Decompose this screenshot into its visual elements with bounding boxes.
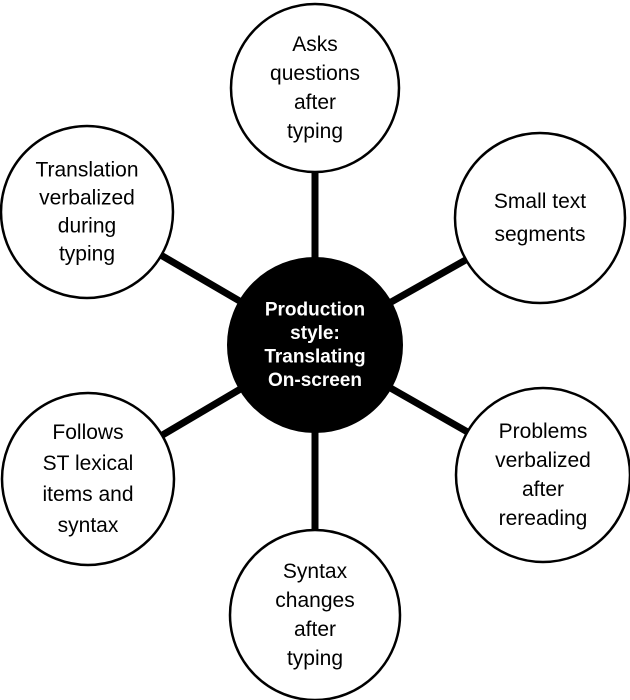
node-label-line: after <box>294 618 336 641</box>
node-label-line: syntax <box>58 514 119 537</box>
node-syntax-changes-after-typing: Syntax changes after typing <box>228 528 402 700</box>
node-small-text-segments: Small text segments <box>453 131 627 305</box>
node-label-line: Small text <box>494 190 586 213</box>
node-label-line: segments <box>494 223 585 246</box>
node-asks-questions-after-typing: Asks questions after typing <box>229 2 401 174</box>
node-label-line: after <box>294 91 336 114</box>
node-label-line: Syntax <box>283 560 348 583</box>
node-label-line: verbalized <box>495 449 591 472</box>
node-circle <box>229 2 401 174</box>
node-circle <box>0 124 175 300</box>
node-circle <box>0 391 176 567</box>
center-label-line: style: <box>290 323 340 344</box>
node-label-line: questions <box>270 62 360 85</box>
node-label-line: rereading <box>499 507 588 530</box>
node-follows-st-lexical-items-and-syntax: Follows ST lexical items and syntax <box>0 391 176 567</box>
node-label-line: typing <box>287 120 343 143</box>
node-translation-verbalized-during-typing: Translation verbalized during typing <box>0 124 175 300</box>
node-label-line: changes <box>275 589 354 612</box>
node-label-line: typing <box>287 647 343 670</box>
node-label-line: verbalized <box>39 187 135 210</box>
node-label-line: during <box>58 215 116 238</box>
node-label-line: Translation <box>35 159 138 182</box>
node-problems-verbalized-after-rereading: Problems verbalized after rereading <box>454 386 630 564</box>
center-label-line: On-screen <box>268 370 362 391</box>
node-label-line: Asks <box>292 33 338 56</box>
node-circle <box>454 386 630 564</box>
node-label-line: Follows <box>52 421 123 444</box>
center-circle <box>227 257 403 433</box>
center-label-line: Translating <box>264 346 365 367</box>
center-label-line: Production <box>265 299 365 320</box>
node-label-line: Problems <box>499 420 588 443</box>
node-label-line: items and <box>42 483 133 506</box>
node-label-line: ST lexical <box>43 452 134 475</box>
node-label-line: typing <box>59 243 115 266</box>
node-circle <box>228 528 402 700</box>
node-circle <box>453 131 627 305</box>
node-label-line: after <box>522 478 564 501</box>
